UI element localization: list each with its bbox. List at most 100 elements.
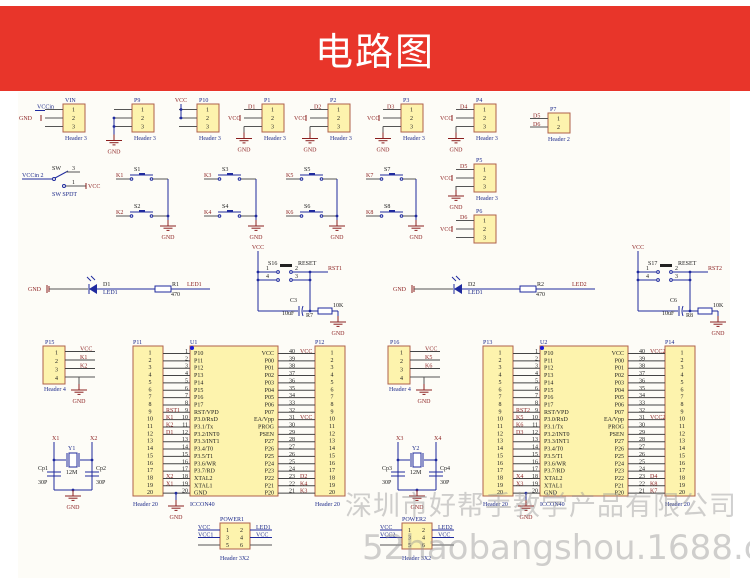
button-knob	[139, 173, 145, 175]
pin-number: 1	[646, 266, 649, 272]
button-ref: S5	[304, 167, 310, 173]
pin-number: 32	[639, 408, 645, 414]
net-label: K7	[650, 489, 657, 495]
capacitor-value: 10uF	[662, 311, 675, 317]
mcu-pin-name: P3.3/INT1	[544, 439, 570, 445]
crystal-ref: Y2	[412, 446, 419, 452]
left-header-20	[482, 345, 514, 497]
junction-dot	[112, 125, 116, 128]
mcu-pin-name: P17	[544, 402, 553, 408]
mcu-pin-name: PROG	[608, 425, 625, 431]
pin-number: 2	[410, 116, 413, 122]
button-contact	[299, 214, 304, 218]
net-label: D5	[460, 164, 467, 170]
pin-number: 33	[639, 400, 645, 406]
switch-contact	[276, 278, 280, 282]
pin-number: 18	[182, 474, 188, 480]
pin-number: 2	[483, 227, 486, 233]
pin-number: 10	[329, 417, 335, 423]
pin-number: 13	[679, 439, 685, 445]
pin-number: 31	[289, 415, 295, 421]
junction-dot	[179, 108, 183, 111]
pin-number: 3	[337, 125, 340, 131]
pin-number: 19	[679, 483, 685, 489]
pin-number: 3	[185, 364, 188, 370]
junction-dot	[524, 491, 528, 495]
header-footer: Header 3	[199, 136, 221, 142]
vcc-label: VCC	[88, 184, 100, 190]
mcu-pin-name: P06	[615, 402, 624, 408]
mcu-pin-name: P21	[265, 483, 274, 489]
header-2-p7	[547, 112, 571, 134]
net-label: D2	[300, 474, 307, 480]
header-ref: P3	[403, 98, 409, 104]
pin-number: 3	[499, 365, 502, 371]
mcu-pin-name: P20	[265, 491, 274, 497]
pin-number: 2	[681, 358, 684, 364]
header-footer: Header 3X2	[402, 556, 431, 562]
pin-number: 4	[681, 373, 684, 379]
pin-number: 1	[185, 349, 188, 355]
pin-number: 6	[681, 387, 684, 393]
header-footer: Header 3	[65, 136, 87, 142]
mcu-pin-name: P26	[615, 447, 624, 453]
mcu-pin-name: P27	[615, 439, 624, 445]
pin-number: 15	[147, 453, 153, 459]
pin-number: 3	[535, 364, 538, 370]
pin-number: 2	[271, 116, 274, 122]
mcu-pin-name: P11	[544, 358, 553, 364]
button-contact	[319, 177, 324, 181]
mcu-pin-name: P3.5/T1	[194, 454, 213, 460]
header-ref: P7	[550, 107, 556, 113]
mcu-pin-name: P3.3/INT1	[194, 439, 220, 445]
header-footer: Header 20	[133, 502, 158, 508]
junction-dot	[688, 309, 692, 313]
pin-number: 17	[329, 468, 335, 474]
pin-number: 16	[182, 459, 188, 465]
pin-number: 3	[483, 236, 486, 242]
net-label: K7	[366, 173, 373, 179]
pin-number: 3	[483, 185, 486, 191]
header-footer: Header 3X2	[220, 556, 249, 562]
pin-number: 23	[639, 474, 645, 480]
pin-number: 30	[639, 423, 645, 429]
pin-number: 10	[147, 417, 153, 423]
pin-number: 37	[289, 371, 295, 377]
button-ref: S8	[384, 204, 390, 210]
header-ref: VIN	[65, 98, 76, 104]
pin-number: 2	[149, 358, 152, 364]
mcu-pin-name: RST/VPD	[544, 410, 569, 416]
header-ref: P10	[199, 98, 208, 104]
net-label: VCC	[438, 533, 450, 539]
pin-number: 29	[289, 430, 295, 436]
pin-number: 29	[639, 430, 645, 436]
gnd-label: GND	[108, 150, 122, 156]
gnd-label: GND	[410, 235, 424, 241]
junction-dot	[335, 214, 339, 218]
capacitor-icon	[681, 305, 684, 317]
button-contact	[149, 214, 154, 218]
header-ref: P14	[665, 340, 674, 346]
pin-number: 2	[422, 528, 425, 534]
junction-dot	[414, 214, 418, 218]
pin-number: 11	[329, 424, 335, 430]
mcu-pin-name: P05	[265, 395, 274, 401]
junction-dot	[112, 116, 116, 120]
net-label: X4	[434, 436, 441, 442]
mcu-pin-name: P24	[615, 461, 624, 467]
mcu-pin-name: P00	[615, 358, 624, 364]
pin-number: 27	[639, 445, 645, 451]
crystal-icon	[68, 452, 78, 468]
light-ray-icon	[451, 276, 457, 282]
gnd-label: GND	[250, 235, 264, 241]
pin-number: 1	[141, 108, 144, 114]
pin-number: 21	[639, 489, 645, 495]
right-header-20	[314, 345, 346, 497]
header-footer: Header 3	[134, 136, 156, 142]
header-footer: Header 20	[483, 502, 508, 508]
net-label: RST2	[708, 266, 722, 272]
pin-number: 1	[483, 108, 486, 114]
pin-number: 26	[639, 452, 645, 458]
mcu-pin-name: P04	[615, 388, 624, 394]
pin-number: 11	[147, 424, 153, 430]
